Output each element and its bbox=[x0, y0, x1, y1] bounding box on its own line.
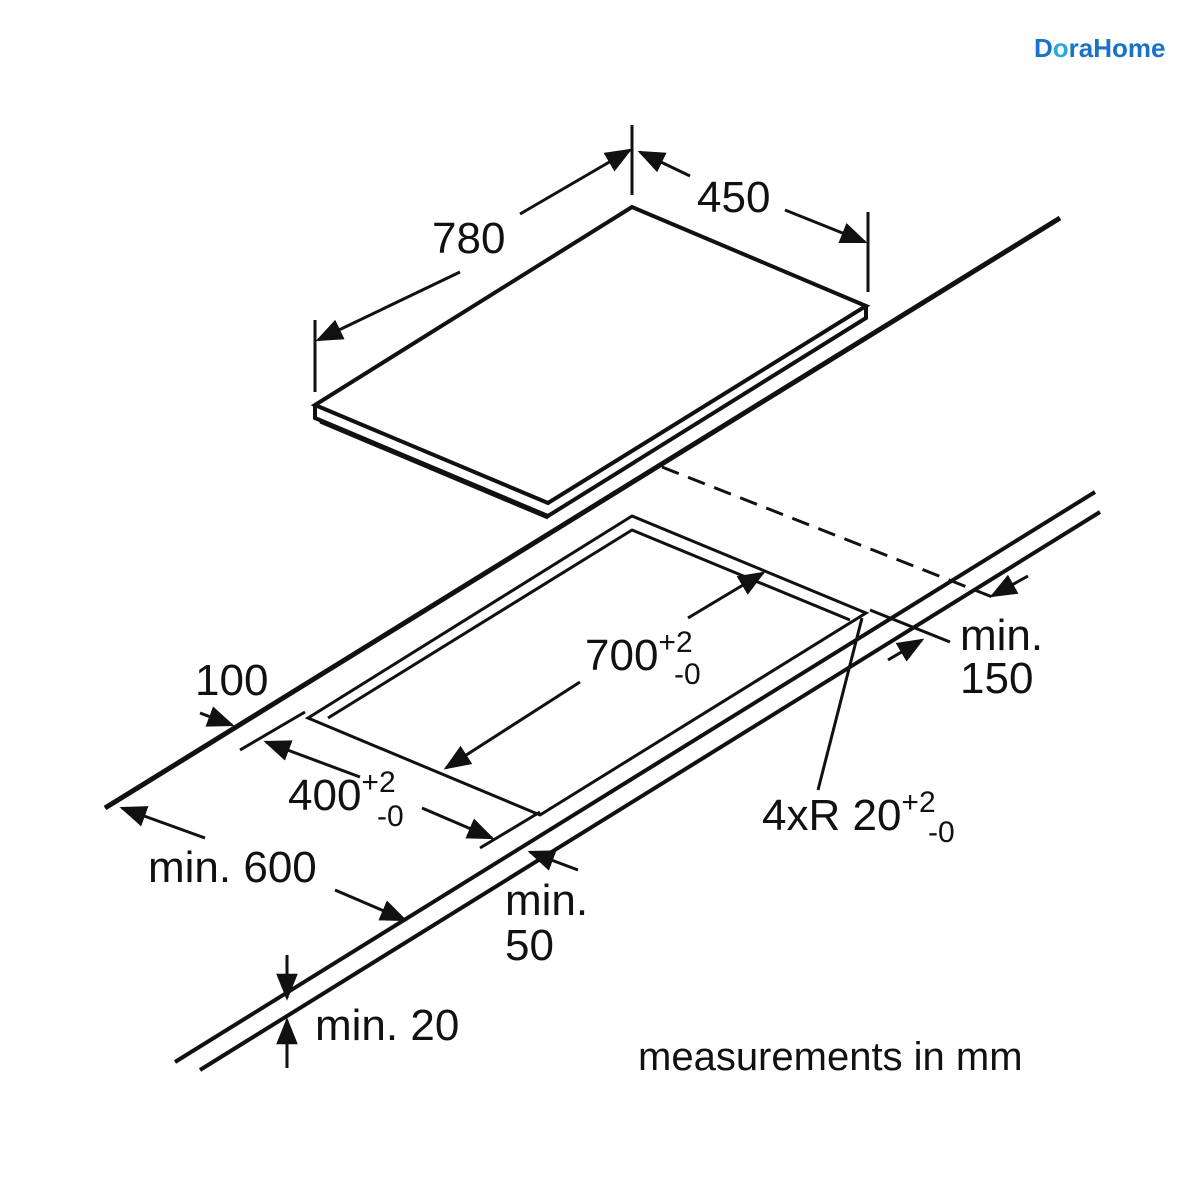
brand-logo-part-3: raHome bbox=[1069, 33, 1166, 63]
arrow-min-50 bbox=[527, 850, 579, 872]
extension-400-right bbox=[479, 810, 541, 850]
cutout-width-label: 400+2 bbox=[288, 766, 396, 820]
cutout-width-tol-minus: -0 bbox=[377, 800, 404, 833]
length-780-label: 780 bbox=[432, 214, 505, 263]
dim-line-600-a bbox=[119, 806, 206, 840]
brand-logo-part-1: D bbox=[1034, 33, 1053, 63]
radius-label: 4xR 20+2 bbox=[762, 786, 936, 840]
cutout-outer bbox=[304, 514, 870, 817]
worktop-back-edge bbox=[103, 215, 1062, 811]
dimension-450 bbox=[637, 150, 870, 292]
cutout-length-tol-plus: +2 bbox=[658, 626, 692, 659]
wall-clearance-label: min. bbox=[960, 611, 1043, 660]
radius-leader bbox=[816, 617, 864, 791]
radius-value: 4xR 20 bbox=[762, 791, 901, 840]
brand-logo-part-2: o bbox=[1053, 33, 1069, 63]
front-clearance-100-label: 100 bbox=[195, 656, 268, 705]
dim-line-450-b bbox=[784, 208, 868, 244]
dim-line-400-a bbox=[263, 740, 361, 779]
worktop-front-edge-top bbox=[173, 490, 1097, 1064]
dimension-700 bbox=[443, 571, 766, 770]
cutout-length-tol-minus: -0 bbox=[674, 658, 701, 691]
dim-line-780-a bbox=[315, 270, 461, 342]
dimension-min-150 bbox=[869, 574, 1029, 662]
cutout-length-label: 700+2 bbox=[585, 626, 693, 680]
hob-body bbox=[310, 204, 871, 520]
radius-tol-minus: -0 bbox=[928, 816, 955, 849]
dim-line-600-b bbox=[334, 888, 408, 922]
dim-line-400-b bbox=[421, 806, 495, 840]
dimension-min-600 bbox=[119, 806, 408, 922]
dimension-780 bbox=[313, 125, 634, 392]
extension-150-a bbox=[869, 608, 951, 644]
cutout-width-value: 400 bbox=[288, 771, 361, 820]
worktop-front-edge-bottom bbox=[198, 510, 1102, 1072]
worktop-depth-label: min. 600 bbox=[148, 843, 317, 892]
hob-side-upper bbox=[313, 306, 868, 519]
dim-line-150-b bbox=[887, 638, 925, 662]
cutout-width-tol-plus: +2 bbox=[361, 766, 395, 799]
brand-logo: DoraHome bbox=[1034, 33, 1166, 63]
back-clearance-label: min. bbox=[505, 876, 588, 925]
worktop-thickness-label: min. 20 bbox=[315, 1001, 459, 1050]
arrow-100 bbox=[199, 706, 235, 727]
dim-line-700-a bbox=[687, 571, 766, 620]
wall-clearance-value: 150 bbox=[960, 654, 1033, 703]
dim-line-450-a bbox=[637, 150, 691, 178]
extension-400-left bbox=[239, 710, 306, 752]
dimension-400 bbox=[239, 710, 541, 850]
radius-tol-plus: +2 bbox=[901, 786, 935, 819]
cutout-inner bbox=[327, 528, 851, 720]
dim-line-700-b bbox=[443, 680, 581, 770]
cutout-outline bbox=[304, 514, 870, 817]
dim-line-150-a bbox=[989, 574, 1029, 598]
depth-450-label: 450 bbox=[697, 173, 770, 222]
hob-top-surface bbox=[310, 204, 871, 506]
back-clearance-value: 50 bbox=[505, 921, 554, 970]
hob-projection-dashed bbox=[661, 465, 1001, 602]
units-note: measurements in mm bbox=[638, 1035, 1023, 1079]
hob-side-lower bbox=[319, 420, 549, 520]
dim-line-780-b bbox=[519, 148, 633, 216]
cutout-length-value: 700 bbox=[585, 631, 658, 680]
